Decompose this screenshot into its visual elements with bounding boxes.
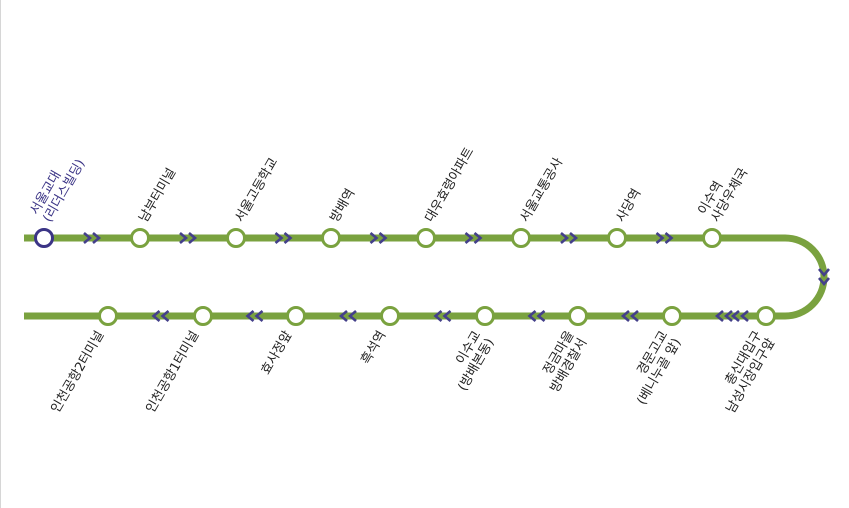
route-line xyxy=(24,234,828,320)
station-label: 남부터미널 xyxy=(136,166,179,225)
station-label: 서울교통공사 xyxy=(517,155,566,225)
station-node[interactable] xyxy=(756,306,776,326)
station-node[interactable] xyxy=(702,228,722,248)
station-label: 흑석역 xyxy=(359,329,390,368)
direction-arrow-icon xyxy=(274,232,293,244)
direction-arrow-icon xyxy=(338,310,357,322)
direction-arrow-icon xyxy=(655,232,674,244)
station-node[interactable] xyxy=(511,228,531,248)
station-node[interactable] xyxy=(568,306,588,326)
station-node[interactable] xyxy=(98,306,118,326)
direction-arrow-icon xyxy=(83,232,102,244)
station-label: 정금마을방배경찰서 xyxy=(535,328,591,395)
station-node[interactable] xyxy=(416,228,436,248)
direction-arrow-icon xyxy=(179,232,198,244)
station-label: 효사정앞 xyxy=(259,328,296,377)
station-node[interactable] xyxy=(662,306,682,326)
direction-arrow-icon xyxy=(464,232,483,244)
direction-arrow-icon xyxy=(245,310,264,322)
station-node[interactable] xyxy=(321,228,341,248)
direction-arrow-icon xyxy=(714,310,733,322)
station-label: 인천공항1터미널 xyxy=(143,329,202,416)
direction-arrow-icon xyxy=(560,232,579,244)
direction-arrow-icon xyxy=(620,310,639,322)
station-label: 대우효령아파트 xyxy=(422,145,477,225)
station-label: 경문고교(베니누골 앞) xyxy=(621,328,684,407)
direction-arrow-icon xyxy=(730,310,749,322)
station-label: 사당역 xyxy=(613,186,644,225)
station-node[interactable] xyxy=(193,306,213,326)
direction-arrow-icon xyxy=(818,268,830,287)
direction-arrow-icon xyxy=(433,310,452,322)
station-node[interactable] xyxy=(607,228,627,248)
station-label: 총신대입구남성시장입구앞 xyxy=(711,328,779,416)
station-label: 인천공항2터미널 xyxy=(48,329,107,416)
station-label: 서울고등학교 xyxy=(232,155,281,225)
direction-arrow-icon xyxy=(527,310,546,322)
station-node[interactable] xyxy=(226,228,246,248)
direction-arrow-icon xyxy=(369,232,388,244)
direction-arrow-icon xyxy=(151,310,170,322)
station-node[interactable] xyxy=(380,306,400,326)
station-node[interactable] xyxy=(130,228,150,248)
station-label: 방배역 xyxy=(327,186,358,225)
current-station-label: 서울교대(리더스빌딩) xyxy=(27,149,88,225)
station-label: 이수역사당우체국 xyxy=(695,158,751,225)
left-border xyxy=(0,0,1,508)
station-node[interactable] xyxy=(475,306,495,326)
station-node[interactable] xyxy=(286,306,306,326)
station-label: 이수교(방배본동) xyxy=(442,328,497,393)
current-station-node[interactable] xyxy=(34,228,54,248)
